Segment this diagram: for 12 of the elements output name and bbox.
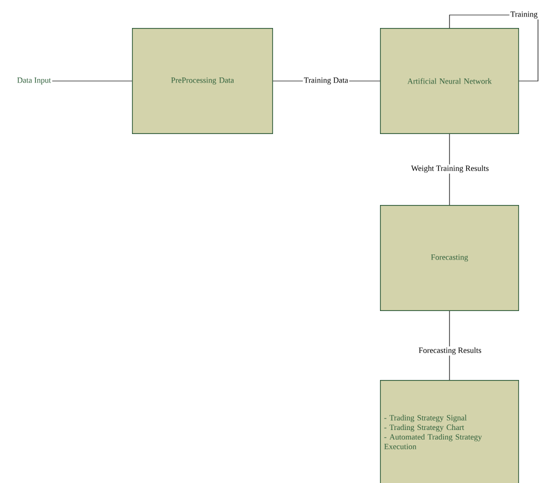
process-box: Forecasting [380,205,519,311]
connector-line [449,310,450,380]
process-box: - Trading Strategy Signal - Trading Strategy Chart - Automated Trading Strategy Execution [380,380,519,483]
process-box: PreProcessing Data [132,28,273,134]
edge-label: Training [509,10,539,20]
edge-label: Forecasting Results [418,346,482,356]
process-box: Artificial Neural Network [380,28,519,134]
input-label: Data Input [17,78,51,84]
connector-line [52,80,132,82]
connector-line [449,134,450,206]
edge-label: Training Data [302,76,350,86]
edge-label: Weight Training Results [410,164,490,174]
